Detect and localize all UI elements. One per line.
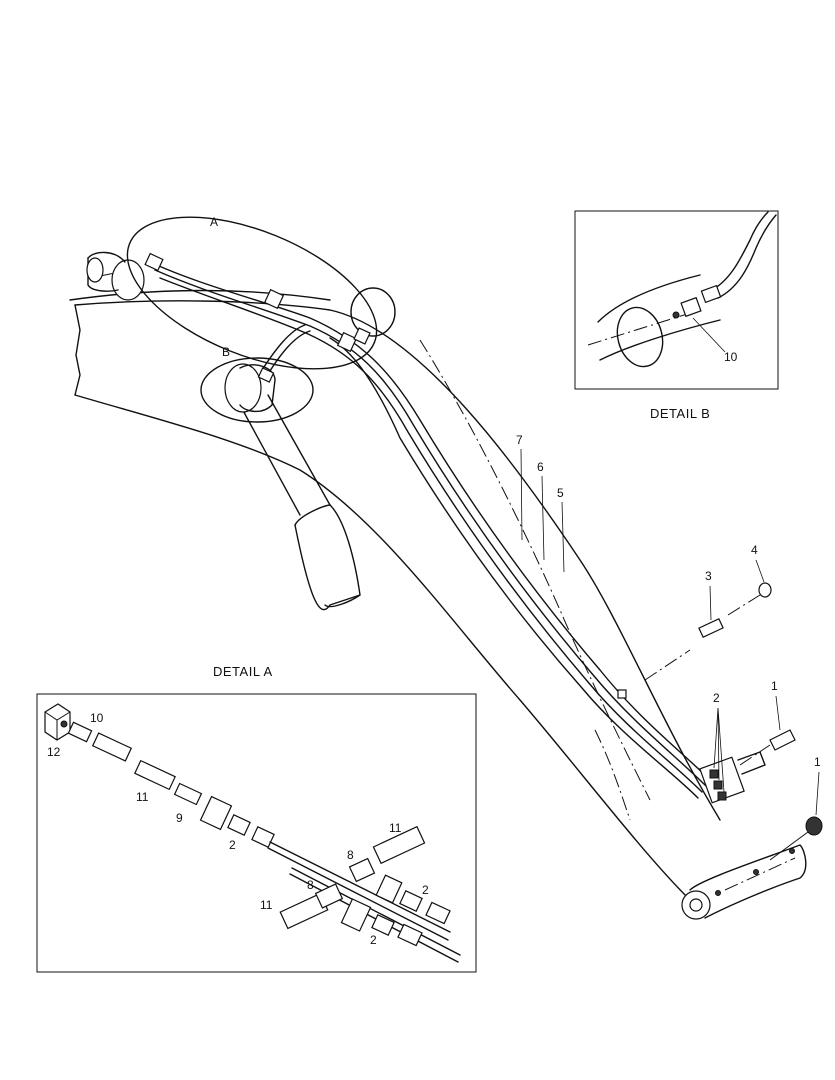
hose-clamp xyxy=(698,618,724,638)
callout-1-lower: 1 xyxy=(814,755,821,769)
detail-b-panel: 10 DETAIL B xyxy=(574,210,779,421)
detail-a-panel: 10 12 11 9 2 11 8 8 11 2 2 xyxy=(36,693,477,973)
detail-a-hose-11-mid xyxy=(372,825,426,865)
callout-5: 5 xyxy=(557,486,564,500)
callout-7: 7 xyxy=(516,433,523,447)
callout-4: 4 xyxy=(751,543,758,557)
detail-a-frame xyxy=(36,693,477,973)
detail-a-callout-2-upper: 2 xyxy=(229,838,236,852)
detail-a-callout-11-top: 11 xyxy=(136,790,149,804)
detail-a-callout-8-upper: 8 xyxy=(347,848,354,862)
detail-a-elbow-8-upper xyxy=(348,857,376,883)
adapter-fitting-upper xyxy=(769,729,796,751)
detail-a-callout-8-lower: 8 xyxy=(307,878,314,892)
detail-a-plate-mid xyxy=(375,874,403,904)
view-marker-a: A xyxy=(210,215,218,229)
detail-b-fitting xyxy=(680,296,702,318)
detail-a-fitting-9 xyxy=(173,782,203,806)
hose-bundle xyxy=(149,261,711,799)
detail-a-elbow-8-lower xyxy=(314,883,344,909)
detail-a-callout-11-mid: 11 xyxy=(389,821,402,835)
callout-6: 6 xyxy=(537,460,544,474)
upper-pivot-pin xyxy=(111,259,145,301)
lift-cylinder xyxy=(224,363,361,611)
view-marker-b: B xyxy=(222,345,230,359)
clamp-bolt xyxy=(758,582,772,598)
cylinder-pivot xyxy=(224,363,262,413)
detail-a-callout-10: 10 xyxy=(90,711,104,725)
main-callouts: 7 6 5 4 3 2 1 1 xyxy=(516,433,821,816)
detail-b-caption: DETAIL B xyxy=(650,406,710,421)
manifold-block xyxy=(699,751,766,804)
detail-b-callout-10: 10 xyxy=(724,350,738,364)
detail-a-caption: DETAIL A xyxy=(213,664,273,679)
hose-guide-ring xyxy=(350,287,396,337)
callout-1-upper: 1 xyxy=(771,679,778,693)
detail-a-fitting-2-upper xyxy=(227,814,251,836)
view-a-boundary xyxy=(126,216,378,370)
detail-a-hose-end-11 xyxy=(134,759,176,791)
callout-2-main: 2 xyxy=(713,691,720,705)
boom-assembly xyxy=(69,251,823,920)
adapter-fitting-lower xyxy=(805,816,823,836)
view-b-boundary xyxy=(200,357,314,423)
callout-3: 3 xyxy=(705,569,712,583)
detail-a-callout-9: 9 xyxy=(176,811,183,825)
detail-a-callout-2-mid: 2 xyxy=(422,883,429,897)
detail-a-callout-2-lower: 2 xyxy=(370,933,377,947)
detail-a-plate-upper xyxy=(199,795,233,831)
detail-a-callout-11-lower: 11 xyxy=(260,898,273,912)
detail-a-fitting-10 xyxy=(67,721,93,743)
detail-a-callout-12: 12 xyxy=(47,745,61,759)
detail-a-plate-lower xyxy=(340,898,372,932)
detail-a-hose-end-top xyxy=(91,732,133,762)
detail-b-frame xyxy=(574,210,779,390)
